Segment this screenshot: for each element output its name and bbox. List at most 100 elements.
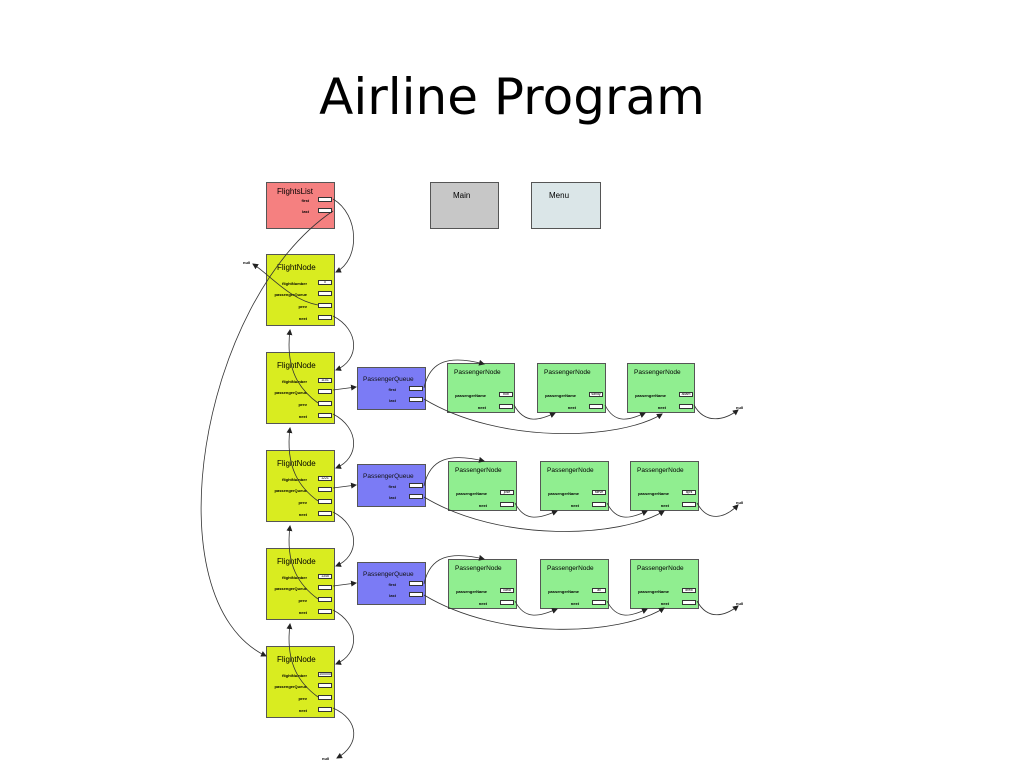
flights-list-box: FlightsList first last	[266, 182, 335, 229]
passenger-name-field: adam	[679, 392, 693, 397]
flight-node-field-label: passengerQueue	[274, 684, 307, 689]
passenger-queue-last-field	[409, 494, 423, 499]
flight-node-field-label: next	[298, 610, 307, 615]
passenger-node-field-label: next	[478, 503, 487, 508]
flight-node-field-value	[318, 511, 332, 516]
passenger-next-field	[500, 600, 514, 605]
passenger-queue-first-field	[409, 483, 423, 488]
passenger-queue-first-field	[409, 581, 423, 586]
passenger-next-field	[499, 404, 513, 409]
passenger-next-field	[682, 502, 696, 507]
flight-node-field-value	[318, 389, 332, 394]
passenger-queue-last-field	[409, 397, 423, 402]
flights-list-first-label: first	[301, 198, 309, 203]
flight-node-field-value	[318, 695, 332, 700]
flight-node-field-label: flightNumber	[282, 673, 307, 678]
passenger-name-field: ali	[592, 588, 606, 593]
flight-node-field-value	[318, 597, 332, 602]
passenger-node-title: PassengerNode	[634, 369, 681, 376]
passenger-queue-field-label: first	[388, 387, 396, 392]
flight-node-field-value	[318, 609, 332, 614]
flight-node-field-value	[318, 303, 332, 308]
flight-node-field-value: 1221	[318, 476, 332, 481]
flight-node-title: FlightNode	[277, 361, 316, 370]
flight-node-field-label: flightNumber	[282, 575, 307, 580]
flight-node-field-value	[318, 315, 332, 320]
flight-node-field-label: passengerQueue	[274, 488, 307, 493]
flights-list-first-field	[318, 197, 332, 202]
flight-node-field-label: prev	[298, 500, 307, 505]
flight-node-field-value: 100000	[318, 672, 332, 677]
null-label-bottom: null	[322, 756, 330, 761]
passenger-node-title: PassengerNode	[454, 369, 501, 376]
passenger-queue-last-field	[409, 592, 423, 597]
flight-node-field-label: next	[298, 316, 307, 321]
passenger-name-field: bob	[499, 392, 513, 397]
passenger-name-field: jose	[500, 490, 514, 495]
passenger-node-title: PassengerNode	[637, 565, 684, 572]
flight-node-field-label: passengerQueue	[274, 292, 307, 297]
flight-node-field-label: flightNumber	[282, 379, 307, 384]
null-label-queue-3: null	[736, 601, 744, 606]
flight-node-field-label: next	[298, 512, 307, 517]
passenger-name-field: steve	[592, 490, 606, 495]
passenger-node-field-label: next	[477, 405, 486, 410]
null-label-queue-1: null	[736, 405, 744, 410]
passenger-next-field	[682, 600, 696, 605]
flight-node-field-value	[318, 401, 332, 406]
null-label-queue-2: null	[736, 500, 744, 505]
flight-node-field-label: prev	[298, 696, 307, 701]
passenger-node-field-label: next	[567, 405, 576, 410]
passenger-queue-title: PassengerQueue	[363, 571, 414, 578]
flights-list-last-field	[318, 208, 332, 213]
passenger-node-title: PassengerNode	[455, 565, 502, 572]
flight-node-title: FlightNode	[277, 557, 316, 566]
passenger-node-field-label: next	[570, 503, 579, 508]
passenger-next-field	[679, 404, 693, 409]
flight-node-field-value	[318, 487, 332, 492]
passenger-node-field-label: next	[660, 601, 669, 606]
flight-node-field-value: 1345	[318, 574, 332, 579]
flight-node-field-value: 1101	[318, 378, 332, 383]
flight-node-field-value	[318, 683, 332, 688]
flight-node: FlightNode flightNumber 1345 passengerQueue…	[266, 548, 335, 620]
passenger-name-field: carla	[500, 588, 514, 593]
flights-list-last-label: last	[302, 209, 309, 214]
passenger-node-field-label: passengerName	[548, 589, 579, 594]
passenger-node-title: PassengerNode	[544, 369, 591, 376]
flight-node-field-label: next	[298, 708, 307, 713]
passenger-queue-title: PassengerQueue	[363, 376, 414, 383]
passenger-node-field-label: passengerName	[455, 393, 486, 398]
flight-node-field-label: passengerQueue	[274, 390, 307, 395]
passenger-node-field-label: next	[657, 405, 666, 410]
null-label-top: null	[243, 260, 251, 265]
passenger-name-field: april	[682, 490, 696, 495]
passenger-queue-first-field	[409, 386, 423, 391]
flight-node-field-value	[318, 707, 332, 712]
main-label: Main	[453, 191, 471, 200]
passenger-name-field: drew	[682, 588, 696, 593]
flight-node-field-label: passengerQueue	[274, 586, 307, 591]
passenger-queue-title: PassengerQueue	[363, 473, 414, 480]
passenger-node-field-label: next	[660, 503, 669, 508]
passenger-node-title: PassengerNode	[547, 565, 594, 572]
passenger-node-field-label: passengerName	[548, 491, 579, 496]
passenger-node-field-label: passengerName	[635, 393, 666, 398]
passenger-node: PassengerNode passengerName adam next	[627, 363, 695, 413]
menu-box: Menu	[531, 182, 601, 229]
passenger-queue-field-label: last	[389, 398, 396, 403]
passenger-node-field-label: passengerName	[638, 491, 669, 496]
flight-node-field-label: flightNumber	[282, 281, 307, 286]
menu-label: Menu	[549, 191, 570, 200]
passenger-node: PassengerNode passengerName bob next	[447, 363, 515, 413]
flight-node-field-label: flightNumber	[282, 477, 307, 482]
flight-node-field-value	[318, 291, 332, 296]
passenger-node-title: PassengerNode	[455, 467, 502, 474]
